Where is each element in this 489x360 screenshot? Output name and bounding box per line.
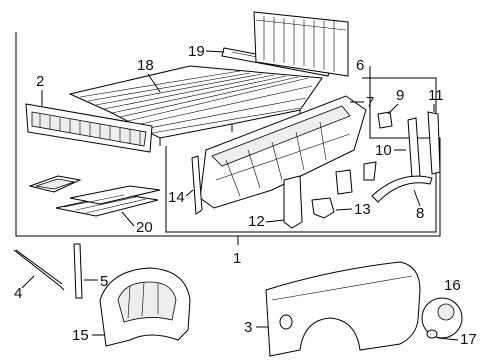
- callout-10: 10: [375, 142, 392, 159]
- callout-16: 16: [444, 277, 461, 294]
- clip-part-9[interactable]: [377, 111, 393, 129]
- callout-2: 2: [36, 73, 44, 90]
- callout-6: 6: [356, 57, 364, 74]
- callout-17: 17: [460, 331, 477, 348]
- callout-8: 8: [416, 205, 424, 222]
- wheelhouse-liner-part[interactable]: [99, 267, 191, 347]
- wheelhouse-bracket-part[interactable]: [283, 175, 303, 229]
- leader-12: [265, 219, 285, 223]
- pillar-part-11[interactable]: [427, 111, 441, 175]
- leader-18: [147, 73, 161, 93]
- callout-18: 18: [137, 57, 154, 74]
- front-pillar-part[interactable]: [191, 155, 203, 215]
- tailgate-part[interactable]: [25, 103, 153, 153]
- callout-12: 12: [248, 213, 265, 230]
- small-bracket-part[interactable]: [363, 161, 377, 181]
- callout-5: 5: [100, 273, 108, 290]
- callout-15: 15: [72, 327, 89, 344]
- callout-1: 1: [233, 250, 241, 267]
- seal-strip-part[interactable]: [73, 243, 83, 299]
- leader-14: [185, 189, 194, 197]
- callout-4: 4: [14, 285, 22, 302]
- support-bracket-part[interactable]: [311, 169, 353, 219]
- callout-11: 11: [428, 87, 444, 104]
- callout-7: 7: [366, 94, 374, 111]
- outer-box-side-part[interactable]: [265, 261, 421, 357]
- fuel-door-part[interactable]: [421, 297, 463, 339]
- leader-13: [335, 208, 353, 211]
- assembly-6-outline: [165, 77, 437, 233]
- leader-20: [121, 211, 135, 227]
- front-panel-part[interactable]: [253, 11, 349, 77]
- tie-rod-part[interactable]: [13, 249, 65, 291]
- callout-19: 19: [188, 43, 205, 60]
- wheel-flare-molding-part[interactable]: [371, 175, 433, 203]
- assembly-bracket-outline: [15, 32, 441, 237]
- inner-side-panel-part[interactable]: [199, 95, 367, 209]
- pillar-part-10[interactable]: [407, 117, 421, 179]
- leader-17: [437, 337, 459, 341]
- leader-19: [205, 50, 225, 53]
- callout-9: 9: [396, 87, 404, 104]
- leader-9: [387, 103, 399, 115]
- callout-14: 14: [168, 189, 185, 206]
- callout-20: 20: [136, 219, 153, 236]
- crossmember-part[interactable]: [28, 175, 161, 217]
- leader-4: [21, 275, 35, 289]
- bed-floor-part[interactable]: [68, 65, 323, 146]
- leader-8: [413, 189, 421, 207]
- callout-13: 13: [354, 201, 371, 218]
- callout-3: 3: [244, 319, 252, 336]
